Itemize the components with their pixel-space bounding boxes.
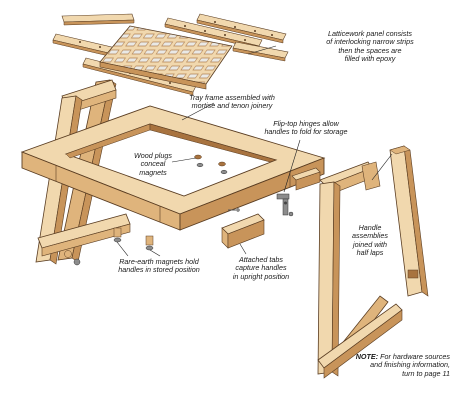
- latticework-panel: [52, 13, 289, 96]
- leader-magnets-2: [149, 249, 161, 257]
- leader-tray-frame: [181, 102, 215, 121]
- leader-tabs: [239, 243, 247, 255]
- leader-latticework: [247, 45, 277, 55]
- tray-frame: [20, 105, 326, 231]
- hardware-note: NOTE: For hardware sources and finishing…: [340, 352, 450, 378]
- callout-tray-frame: Tray frame assembled with mortise and te…: [189, 93, 275, 111]
- callout-latticework: Latticework panel consists of interlocki…: [326, 29, 414, 64]
- leader-wood-plugs: [171, 157, 197, 163]
- callout-handle-assemblies: Handle assemblies joined with half laps: [352, 223, 388, 258]
- callout-wood-plugs: Wood plugs conceal magnets: [134, 151, 172, 177]
- lattice-strip: [232, 41, 289, 62]
- note-text: For hardware sources and finishing infor…: [370, 352, 450, 378]
- leader-hinges: [283, 139, 301, 193]
- callout-magnets: Rare-earth magnets hold handles in store…: [118, 257, 200, 275]
- callout-tabs: Attached tabs capture handles in upright…: [232, 255, 290, 281]
- lattice-strip: [196, 13, 287, 44]
- attached-tab: [221, 167, 321, 249]
- right-handle-assembly: [317, 145, 429, 379]
- leader-lines: [116, 45, 393, 257]
- hardware-parts: [64, 162, 294, 266]
- note-label: NOTE:: [355, 352, 379, 361]
- leader-handle: [371, 153, 393, 181]
- leader-magnets: [116, 241, 129, 257]
- hinge-icon: [276, 193, 294, 217]
- lattice-strip: [61, 13, 135, 26]
- callout-hinges: Flip-top hinges allow handles to fold fo…: [264, 119, 348, 137]
